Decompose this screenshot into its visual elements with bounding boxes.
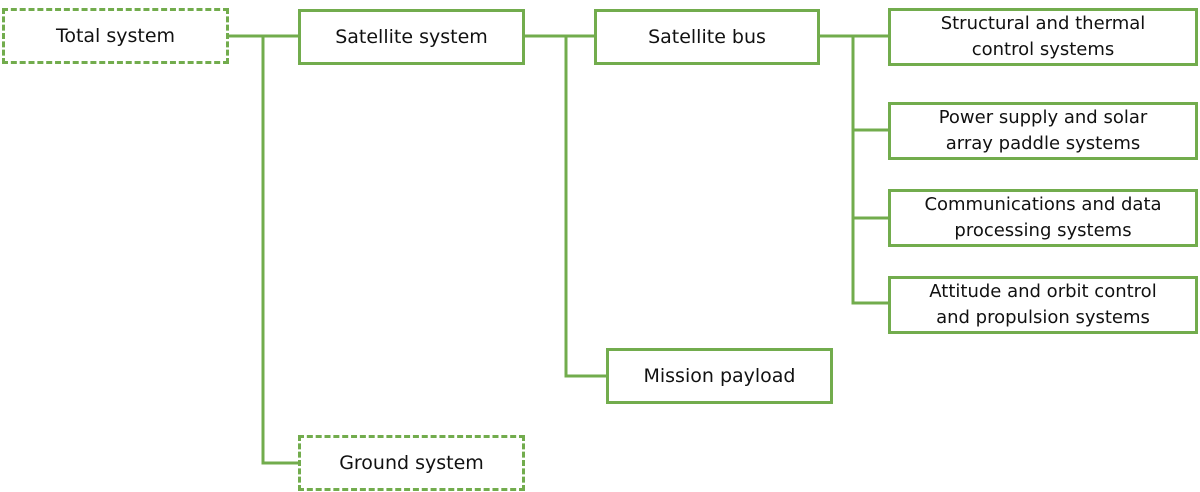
connector-total-trunk xyxy=(261,36,298,465)
mission-payload-node: Mission payload xyxy=(606,348,833,404)
structural-thermal-node: Structural and thermal control systems xyxy=(888,8,1198,66)
connector-bus-trunk xyxy=(851,36,888,305)
connector-satellite-system-trunk xyxy=(564,36,606,378)
ground-system-node: Ground system xyxy=(298,435,525,491)
total-system-node: Total system xyxy=(2,8,229,64)
communications-node: Communications and data processing syste… xyxy=(888,189,1198,247)
power-supply-node: Power supply and solar array paddle syst… xyxy=(888,102,1198,160)
satellite-bus-node: Satellite bus xyxy=(594,9,820,65)
satellite-system-node: Satellite system xyxy=(298,9,525,65)
attitude-orbit-node: Attitude and orbit control and propulsio… xyxy=(888,276,1198,334)
